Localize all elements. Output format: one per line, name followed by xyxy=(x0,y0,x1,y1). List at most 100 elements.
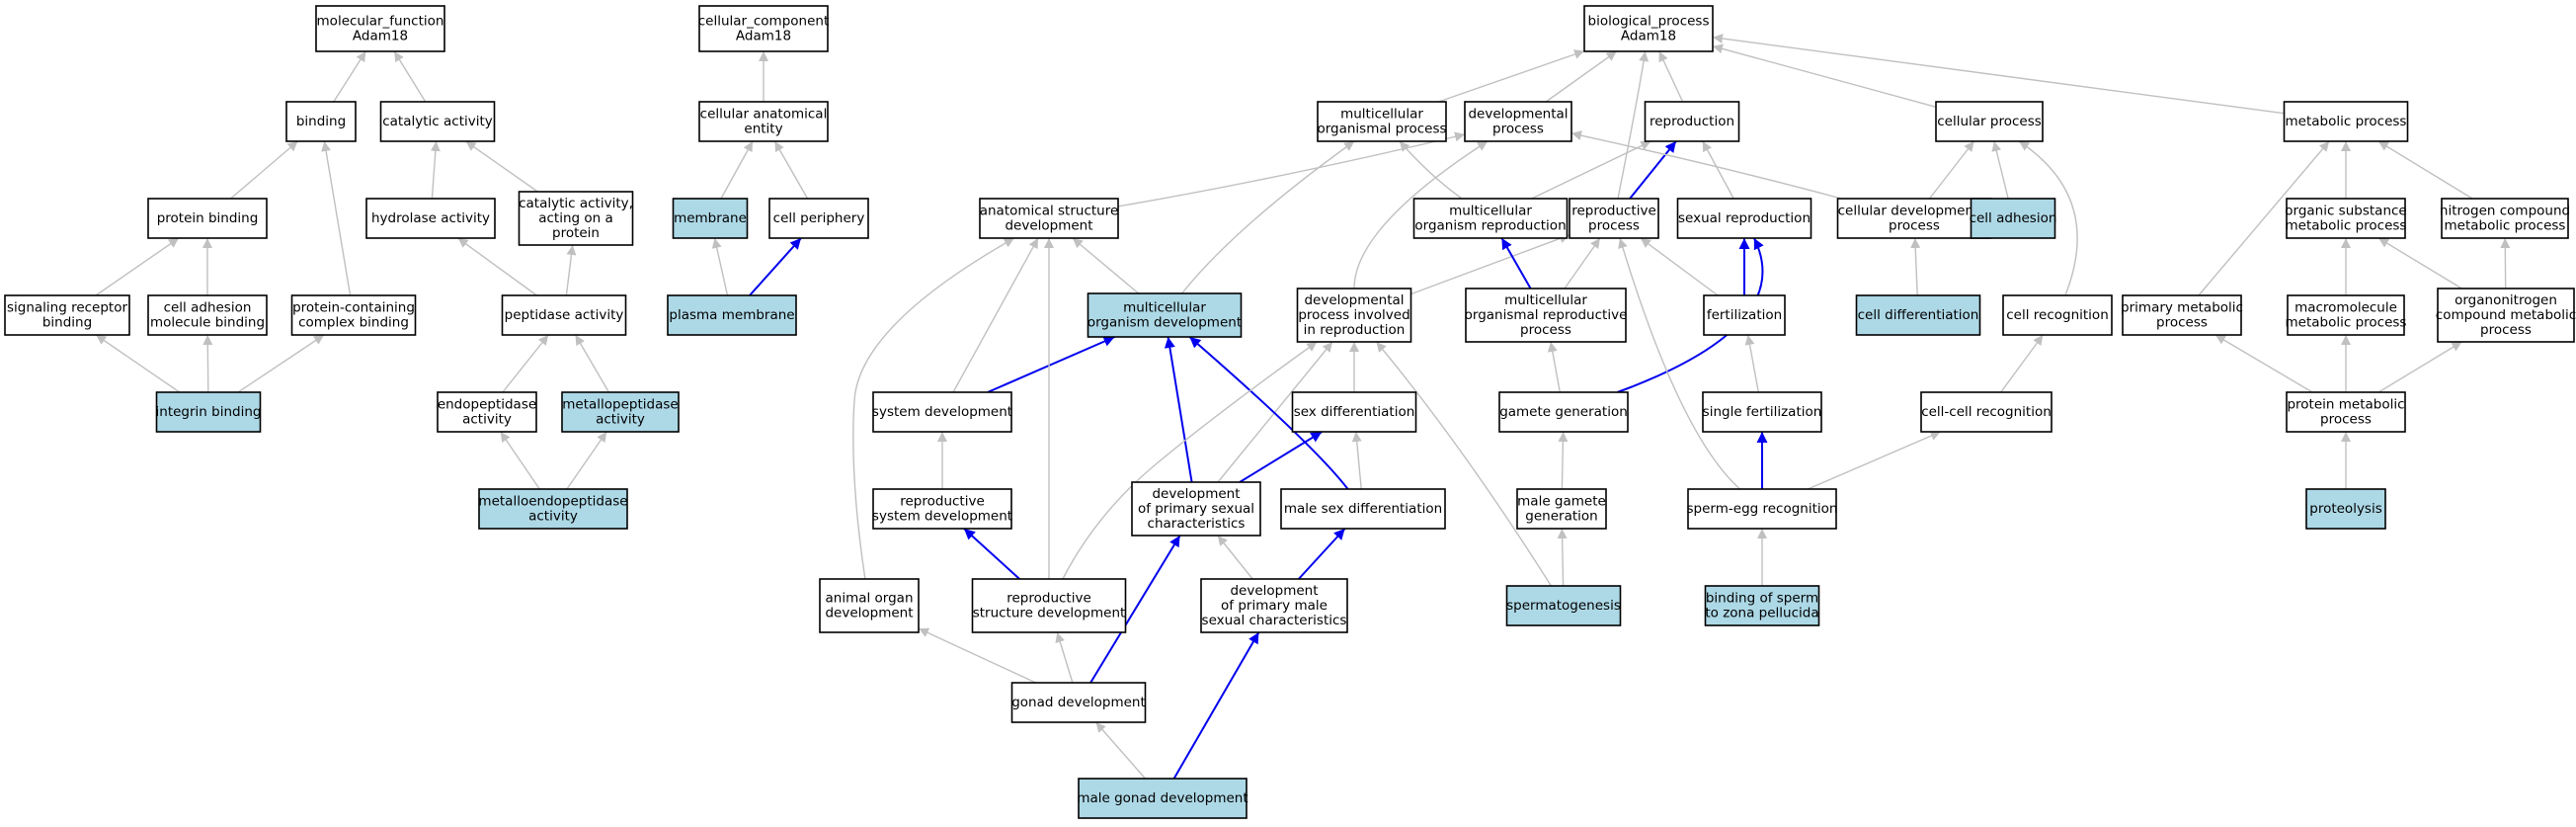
node-label: process xyxy=(1588,218,1640,234)
edge-spermato-to-devrep xyxy=(1375,341,1552,587)
edge-celldevproc-to-devproc xyxy=(1570,130,1842,200)
node-box xyxy=(2122,294,2242,336)
edge-multirepproc-to-reproproc xyxy=(1564,237,1601,289)
edge-spermegg-to-reproproc xyxy=(1618,237,1741,490)
go-term-node-membrane[interactable]: membrane xyxy=(672,198,749,239)
go-term-node-cellcell[interactable]: cell-cell recognition xyxy=(1920,391,2053,433)
node-box xyxy=(698,5,829,52)
go-term-node-cellperiph[interactable]: cell periphery xyxy=(768,198,869,239)
edge-cellproc-to-bp xyxy=(1712,43,1937,108)
go-term-node-proteolysis[interactable]: proteolysis xyxy=(2305,488,2386,530)
go-term-node-gamgen[interactable]: gamete generation xyxy=(1498,391,1629,433)
go-term-node-celladh[interactable]: cell adhesion xyxy=(1970,198,2057,239)
node-label: cell adhesion xyxy=(1970,210,2057,226)
node-box xyxy=(1087,292,1243,338)
edge-sigrec-to-protbind xyxy=(95,237,180,296)
node-box xyxy=(768,198,869,239)
go-term-node-binding[interactable]: binding xyxy=(285,101,357,142)
go-term-node-plasmamem[interactable]: plasma membrane xyxy=(667,294,797,336)
node-label: development xyxy=(1005,218,1092,234)
go-term-node-celldiff[interactable]: cell differentiation xyxy=(1855,294,1981,336)
node-label: reproductive xyxy=(1571,204,1656,219)
go-term-node-cellproc[interactable]: cellular process xyxy=(1935,101,2044,142)
edge-gonad-to-animorg xyxy=(918,627,1036,684)
edge-devprimsex-to-sexdiff xyxy=(1239,431,1323,483)
node-box xyxy=(2437,288,2575,343)
node-label: integrin binding xyxy=(156,404,262,420)
node-box xyxy=(1935,101,2044,142)
edge-protmetab-to-primmetab xyxy=(2214,334,2313,393)
go-term-node-malegonad[interactable]: male gonad development xyxy=(1077,778,1248,819)
edge-gonad-to-devprimsex xyxy=(1089,535,1181,684)
edge-malegonad-to-gonad xyxy=(1094,721,1147,780)
edge-celldevproc-to-cellproc xyxy=(1928,140,1975,200)
go-term-node-metabproc[interactable]: metabolic process xyxy=(2283,101,2409,142)
go-term-node-gonad[interactable]: gonad development xyxy=(1010,682,1147,723)
go-term-node-fert[interactable]: fertilization xyxy=(1703,294,1786,336)
node-label: organism development xyxy=(1087,315,1242,331)
edge-repstruct-to-devrep xyxy=(1062,341,1318,580)
node-label: characteristics xyxy=(1148,516,1246,532)
go-term-node-sexrep[interactable]: sexual reproduction xyxy=(1676,198,1812,239)
node-box xyxy=(1855,294,1981,336)
node-label: structure development xyxy=(973,606,1126,621)
go-term-node-spermegg[interactable]: sperm-egg recognition xyxy=(1687,488,1838,530)
go-term-node-hydrolase[interactable]: hydrolase activity xyxy=(365,198,496,239)
go-term-node-singlefert[interactable]: single fertilization xyxy=(1702,391,1822,433)
go-term-node-reproduction[interactable]: reproduction xyxy=(1644,101,1740,142)
node-label: activity xyxy=(596,412,645,428)
node-label: cellular process xyxy=(1937,114,2042,129)
go-term-node-sexdiff[interactable]: sex differentiation xyxy=(1291,391,1417,433)
go-term-node-malesexdiff[interactable]: male sex differentiation xyxy=(1280,488,1446,530)
node-label: sperm-egg recognition xyxy=(1687,501,1838,517)
go-term-node-spermato[interactable]: spermatogenesis xyxy=(1505,585,1622,626)
edge-malesexdiff-to-sexdiff xyxy=(1351,431,1362,490)
go-term-node-sysdev[interactable]: system development xyxy=(872,391,1012,433)
go-term-node-integrin[interactable]: integrin binding xyxy=(156,391,262,433)
node-label: of primary sexual xyxy=(1138,501,1254,517)
go-term-node-catalytic[interactable]: catalytic activity xyxy=(379,101,496,142)
edge-catalytic-to-mf xyxy=(393,50,427,103)
go-term-node-protbind[interactable]: protein binding xyxy=(147,198,268,239)
node-label: organismal process xyxy=(1317,122,1446,137)
go-term-node-peptidase[interactable]: peptidase activity xyxy=(501,294,627,336)
go-term-node-cellrecog[interactable]: cell recognition xyxy=(2002,294,2113,336)
node-label: development xyxy=(825,606,913,621)
edge-integrin-to-protcomplex xyxy=(237,334,325,393)
node-label: multicellular xyxy=(1504,292,1587,308)
node-label: developmental xyxy=(1304,292,1404,308)
